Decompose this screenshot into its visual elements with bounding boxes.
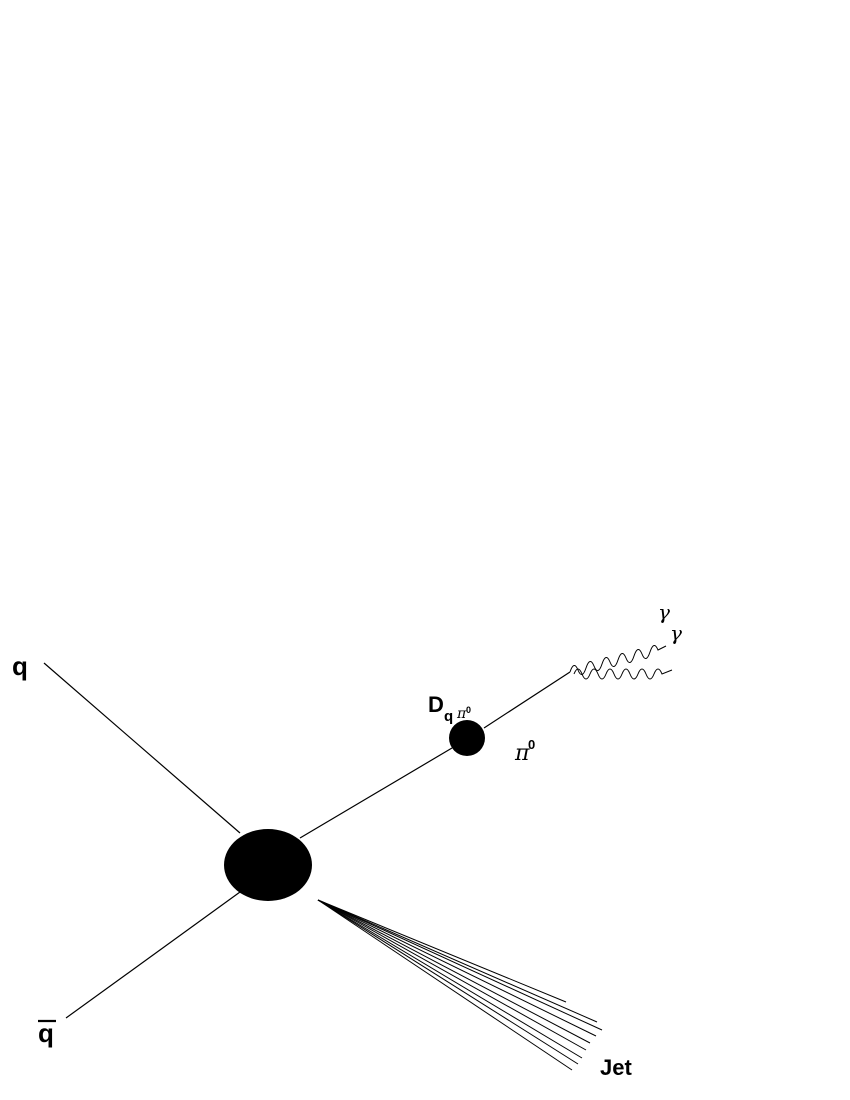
antiquark-line <box>65 891 241 1019</box>
antiquark-label: q <box>38 1018 54 1048</box>
pion-line <box>483 671 571 729</box>
outgoing-parton-line <box>299 747 453 839</box>
quark-line <box>43 662 241 834</box>
jet-line <box>317 899 598 1023</box>
jet-line <box>317 899 603 1031</box>
fragmentation-function-pi: π <box>456 706 467 722</box>
pion-label-exp: 0 <box>528 737 535 752</box>
fragmentation-function-pi-exp: 0 <box>466 705 471 715</box>
photon-label-2: γ <box>670 621 682 645</box>
jet-line <box>317 899 567 1003</box>
photon-label-1: γ <box>658 600 670 624</box>
quark-label: q <box>12 651 28 681</box>
fragmentation-function-subscript: q <box>444 708 453 725</box>
jet-line <box>317 899 587 1051</box>
hard-scattering-blob <box>224 829 312 901</box>
jet-line <box>317 899 579 1065</box>
jet-line <box>317 899 573 1071</box>
jet-line <box>317 899 597 1037</box>
pion-label: π <box>514 741 530 766</box>
jet-label: Jet <box>600 1055 632 1080</box>
jet-lines <box>317 899 603 1071</box>
jet-line <box>317 899 583 1059</box>
photon-line-2 <box>573 668 673 680</box>
fragmentation-function-label: D <box>428 692 444 717</box>
jet-line <box>317 899 591 1044</box>
fragmentation-blob <box>449 720 485 756</box>
photon-line-1 <box>569 645 667 675</box>
